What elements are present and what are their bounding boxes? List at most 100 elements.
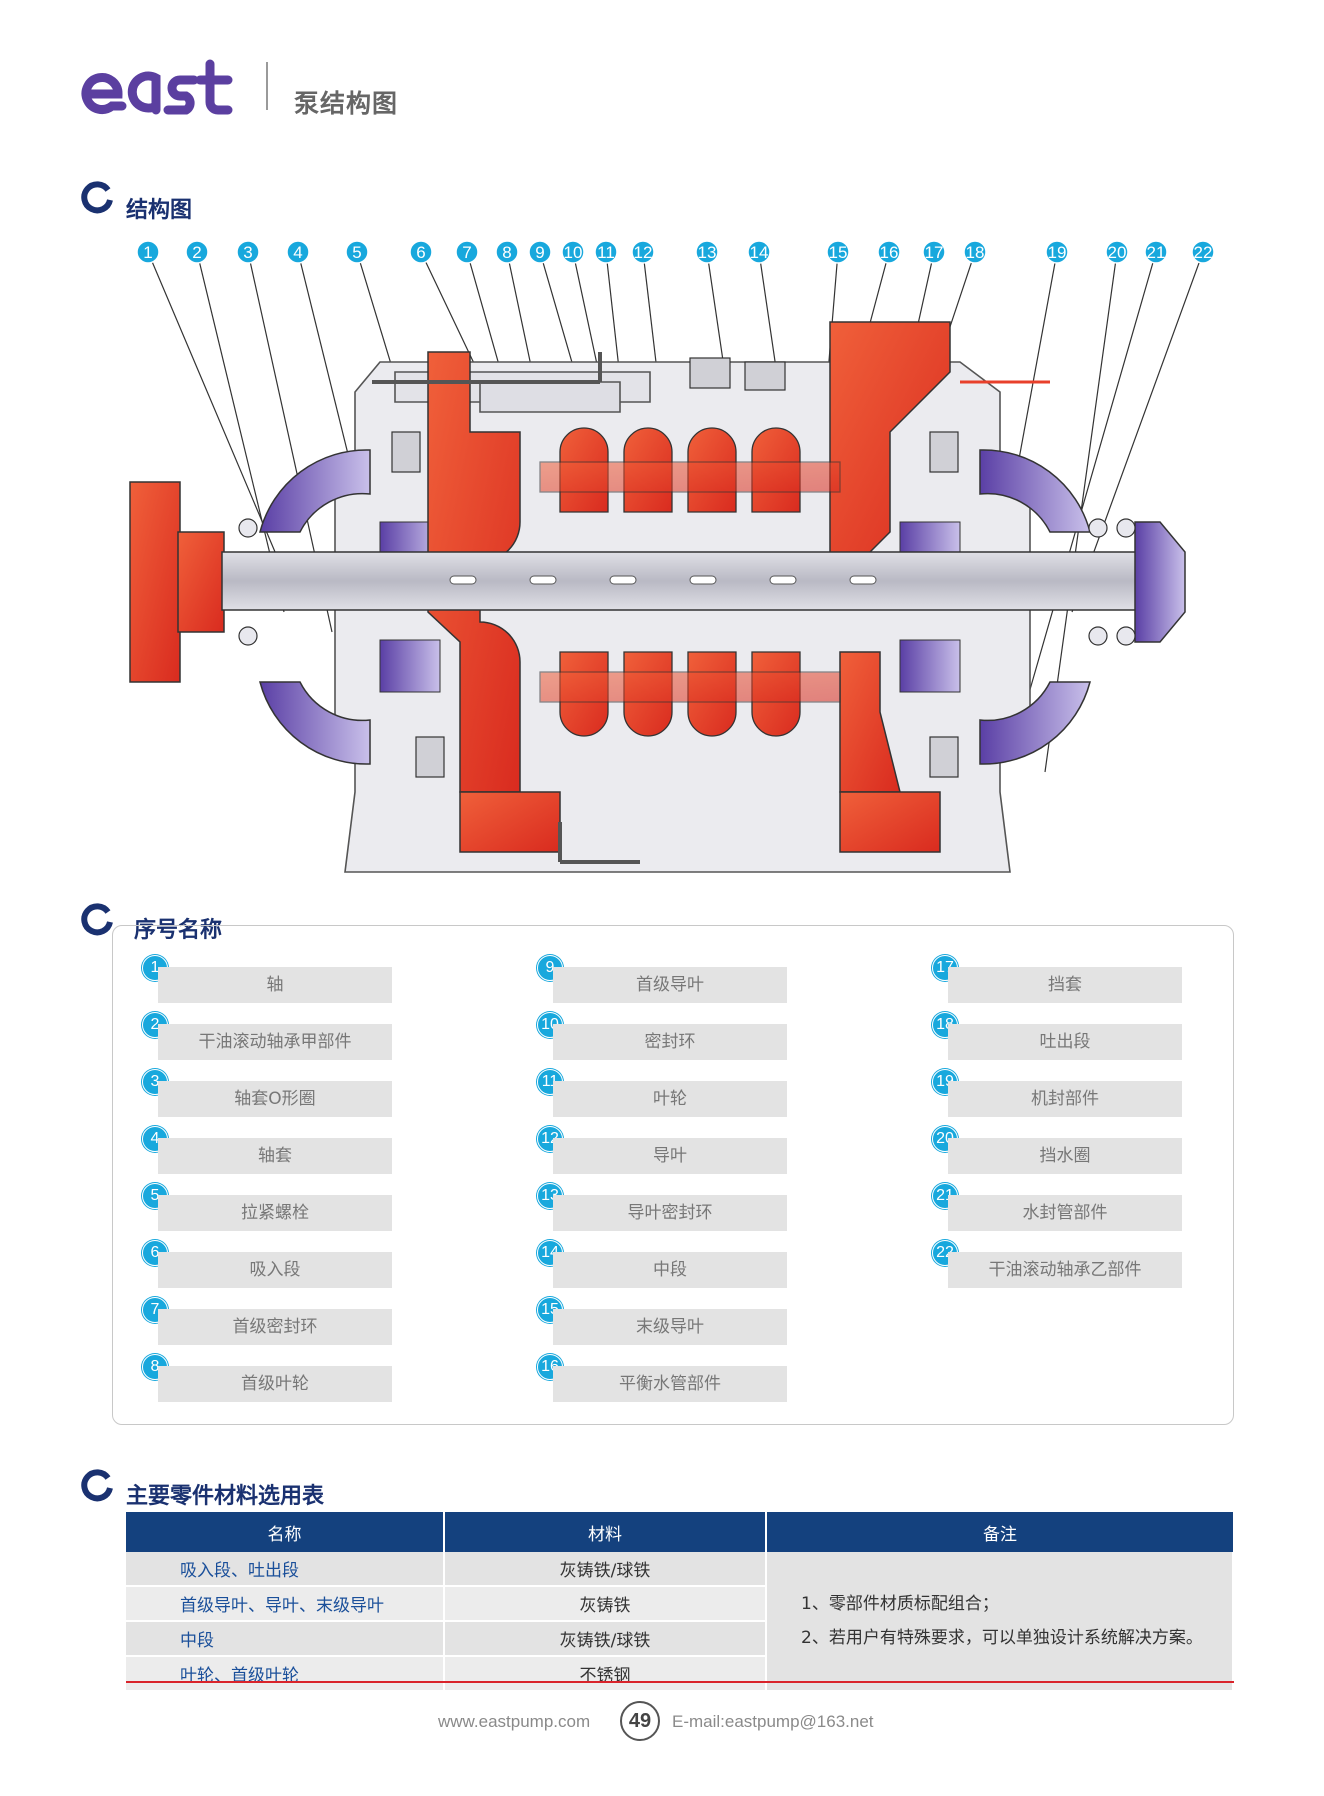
table-bottom-rule [126, 1681, 1234, 1683]
part-name-cell: 吸入段、吐出段 [126, 1552, 445, 1587]
svg-text:21: 21 [1147, 243, 1166, 262]
part-number-badge: 4 [142, 1126, 168, 1152]
part-name-cell: 叶轮、首级叶轮 [126, 1656, 445, 1692]
svg-text:10: 10 [564, 243, 583, 262]
svg-text:20: 20 [1108, 243, 1127, 262]
note-line: 2、若用户有特殊要求，可以单独设计系统解决方案。 [801, 1628, 1203, 1648]
coupling [129, 481, 181, 683]
material-cell: 灰铸铁 [444, 1586, 767, 1622]
part-name: 挡套 [948, 967, 1182, 1003]
part-name: 机封部件 [948, 1081, 1182, 1117]
part-name: 末级导叶 [553, 1309, 787, 1345]
svg-text:22: 22 [1194, 243, 1213, 262]
section-arc-icon [81, 903, 113, 936]
svg-text:18: 18 [966, 243, 985, 262]
footer-email: E-mail:eastpump@163.net [672, 1712, 874, 1731]
discharge-section [829, 321, 951, 853]
svg-text:2: 2 [192, 243, 201, 262]
svg-text:9: 9 [535, 243, 544, 262]
table-row: 吸入段、吐出段 灰铸铁/球铁 1、零部件材质标配组合； 2、若用户有特殊要求，可… [126, 1552, 1234, 1692]
section-title-structure: 结构图 [126, 198, 193, 223]
svg-text:5: 5 [352, 243, 361, 262]
part-name: 中段 [553, 1252, 787, 1288]
part-name: 拉紧螺栓 [158, 1195, 392, 1231]
table-row: 首级导叶、导叶、末级导叶 灰铸铁 [126, 1586, 1233, 1622]
part-name: 轴套O形圈 [158, 1081, 392, 1117]
section-title-parts: 序号名称 [134, 918, 223, 943]
note-line: 1、零部件材质标配组合； [801, 1594, 999, 1614]
svg-text:7: 7 [462, 243, 471, 262]
balance-pipe [372, 352, 602, 384]
svg-text:11: 11 [597, 243, 615, 262]
part-name: 导叶密封环 [553, 1195, 787, 1231]
svg-text:17: 17 [925, 243, 944, 262]
end-cap [1134, 521, 1186, 643]
part-number-badge: 3 [142, 1069, 168, 1095]
tie-bolts [391, 357, 959, 778]
part-name: 干油滚动轴承乙部件 [948, 1252, 1182, 1288]
svg-text:14: 14 [750, 243, 769, 262]
part-name-cell: 首级导叶、导叶、末级导叶 [126, 1586, 445, 1622]
part-name: 首级密封环 [158, 1309, 392, 1345]
material-cell: 不锈钢 [444, 1656, 767, 1692]
part-name: 首级导叶 [553, 967, 787, 1003]
parts-legend-box [112, 925, 1234, 1425]
section-arc-icon [81, 1469, 113, 1502]
svg-text:12: 12 [634, 243, 653, 262]
svg-text:19: 19 [1048, 243, 1067, 262]
column-header-notes: 备注 [766, 1512, 1233, 1552]
part-name: 吐出段 [948, 1024, 1182, 1060]
svg-text:13: 13 [698, 243, 717, 262]
table-header-row: 名称 材料 备注 [126, 1512, 1233, 1552]
part-name: 轴 [158, 967, 392, 1003]
section-title-materials: 主要零件材料选用表 [126, 1484, 325, 1509]
footer-website: www.eastpump.com [438, 1712, 591, 1731]
east-logo [81, 59, 233, 115]
part-name: 叶轮 [553, 1081, 787, 1117]
page-number: 49 [620, 1701, 660, 1741]
part-name: 吸入段 [158, 1252, 392, 1288]
section-arc-icon [81, 181, 113, 214]
svg-text:4: 4 [293, 243, 302, 262]
materials-table: 名称 材料 备注 吸入段、吐出段 灰铸铁/球铁 1、零部件材质标配组合； 2、若… [126, 1512, 1234, 1692]
part-name-cell: 中段 [126, 1621, 445, 1657]
part-name: 干油滚动轴承甲部件 [158, 1024, 392, 1060]
svg-text:6: 6 [416, 243, 425, 262]
table-row: 中段 灰铸铁/球铁 [126, 1621, 1233, 1657]
svg-text:8: 8 [502, 243, 511, 262]
notes-cell: 1、零部件材质标配组合； 2、若用户有特殊要求，可以单独设计系统解决方案。 [766, 1552, 1234, 1692]
material-cell: 灰铸铁/球铁 [444, 1552, 767, 1587]
svg-text:1: 1 [143, 243, 152, 262]
callout-circles [136, 240, 1215, 264]
shaft-slots [449, 575, 877, 585]
impeller-stages [539, 427, 841, 737]
part-name: 首级叶轮 [158, 1366, 392, 1402]
header-divider [266, 62, 268, 110]
part-name: 挡水圈 [948, 1138, 1182, 1174]
part-name: 密封环 [553, 1024, 787, 1060]
svg-text:15: 15 [829, 243, 848, 262]
